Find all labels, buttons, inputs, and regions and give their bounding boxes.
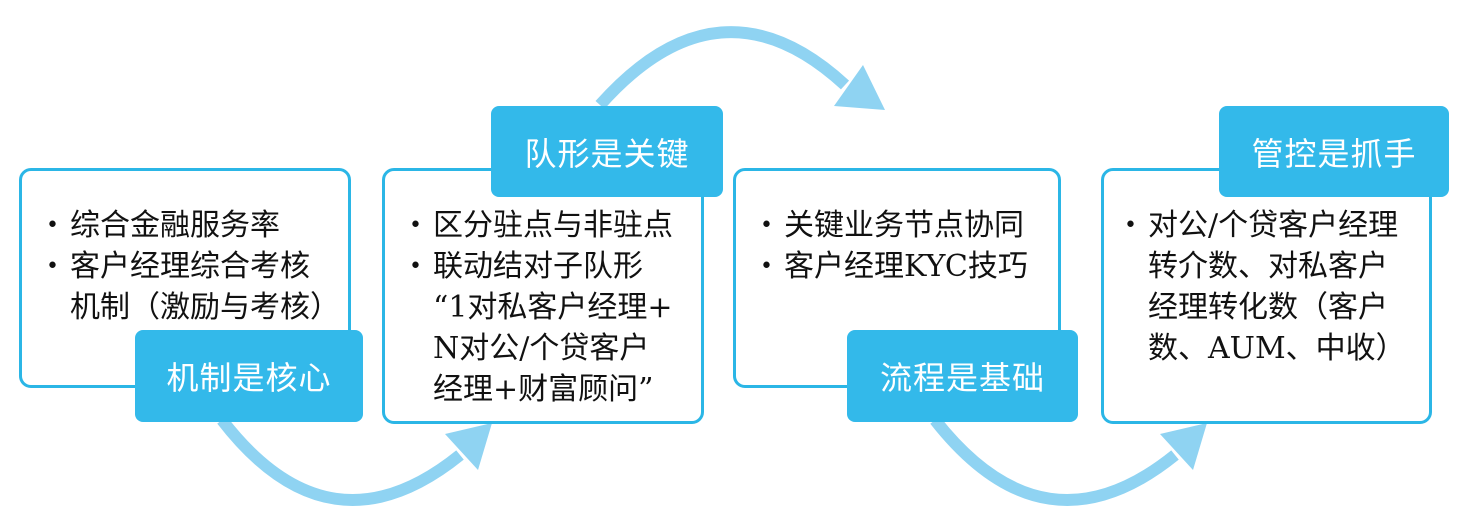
stage-tag-3: 流程是基础: [847, 330, 1078, 422]
stage-tag-1: 机制是核心: [135, 330, 363, 422]
stage-tag-4: 管控是抓手: [1219, 106, 1449, 197]
stage-card-2: 区分驻点与非驻点 联动结对子队形 “1对私客户经理+ N对公/个贷客户 经理+财…: [382, 168, 704, 424]
stage-4-items: 对公/个贷客户经理 转介数、对私客户 经理转化数（客户 数、AUM、中收）: [1118, 205, 1423, 369]
stage-3-items: 关键业务节点协同 客户经理KYC技巧: [754, 205, 1052, 287]
stage-1-item: 客户经理综合考核: [40, 246, 340, 287]
flow-arrow-2-3: [595, 26, 850, 109]
flow-arrow-1-2: [217, 416, 464, 506]
stage-3-item: 关键业务节点协同: [754, 205, 1052, 246]
stage-1-items: 综合金融服务率 客户经理综合考核 机制（激励与考核）: [40, 205, 340, 328]
stage-1-item: 综合金融服务率: [40, 205, 340, 246]
arrowhead-2-3: [834, 65, 885, 110]
stage-4-item: 对公/个贷客户经理: [1118, 205, 1423, 246]
stage-2-item: 经理+财富顾问”: [433, 372, 654, 407]
stage-2-item: “1对私客户经理+: [433, 290, 673, 325]
flow-arrow-3-4: [930, 416, 1179, 506]
stage-card-4: 对公/个贷客户经理 转介数、对私客户 经理转化数（客户 数、AUM、中收）: [1101, 168, 1432, 424]
stage-2-item: N对公/个贷客户: [433, 331, 650, 366]
stage-tag-2: 队形是关键: [491, 106, 723, 197]
arrowhead-3-4: [1160, 423, 1207, 470]
stage-2-item: 联动结对子队形: [403, 246, 695, 287]
stage-2-item: 区分驻点与非驻点: [403, 205, 695, 246]
stage-2-items: 区分驻点与非驻点 联动结对子队形 “1对私客户经理+ N对公/个贷客户 经理+财…: [403, 205, 695, 410]
arrowhead-1-2: [445, 423, 492, 470]
stage-4-item: 数、AUM、中收）: [1148, 331, 1406, 366]
stage-3-item: 客户经理KYC技巧: [754, 246, 1052, 287]
stage-1-item: 机制（激励与考核）: [70, 290, 340, 325]
stage-4-item: 经理转化数（客户: [1148, 290, 1388, 325]
stage-4-item: 转介数、对私客户: [1148, 249, 1388, 284]
